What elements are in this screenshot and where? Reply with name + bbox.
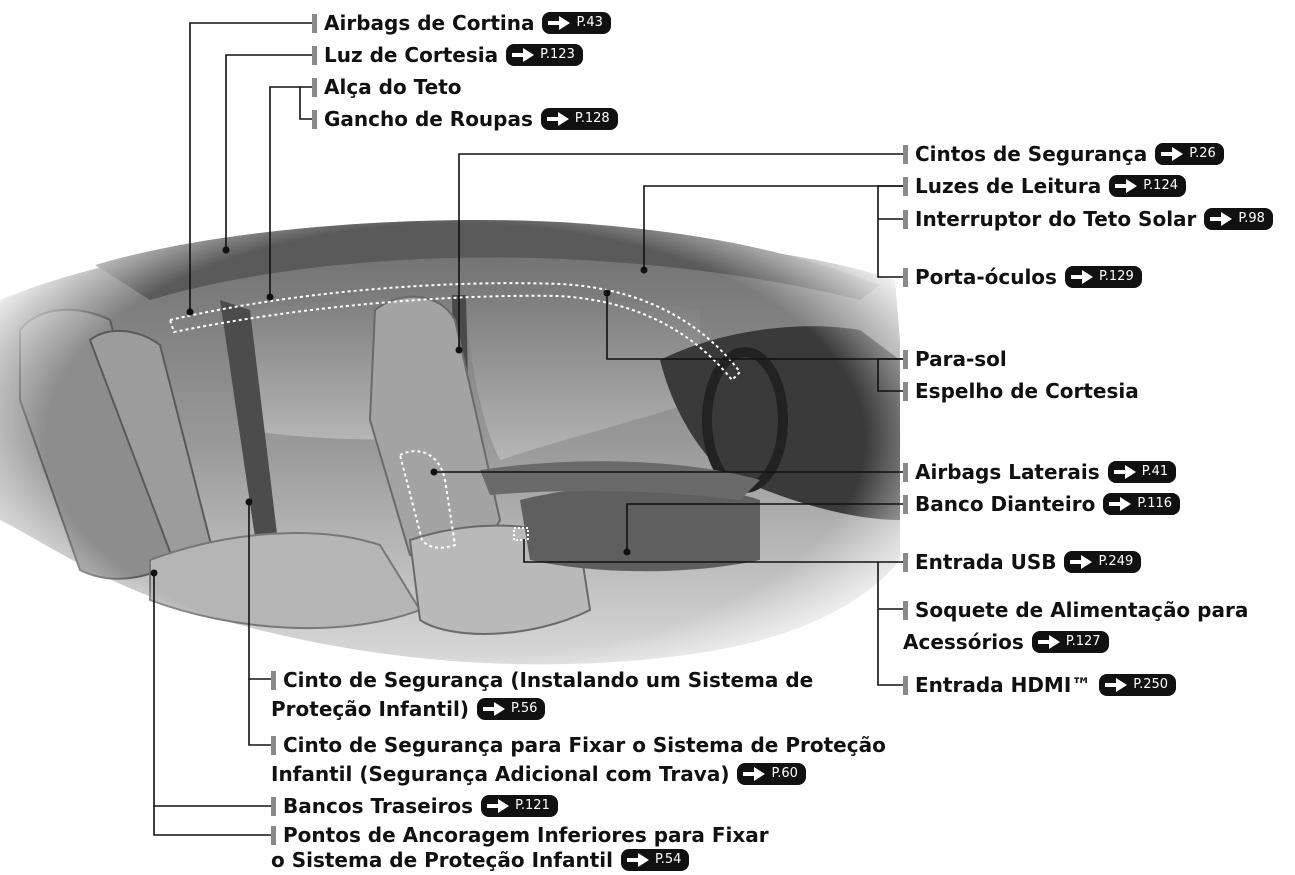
- arrow-right-icon: [1070, 270, 1093, 284]
- marker: [312, 109, 317, 129]
- label-luz-cortesia: Luz de Cortesia P.123: [312, 43, 583, 67]
- page-ref-badge[interactable]: P.249: [1064, 551, 1142, 573]
- label-entrada-usb: Entrada USB P.249: [903, 550, 1142, 574]
- page-ref-badge[interactable]: P.98: [1204, 208, 1273, 230]
- marker: [903, 381, 908, 401]
- label-text-line1: Cinto de Segurança (Instalando um Sistem…: [283, 668, 814, 692]
- label-text: Alça do Teto: [324, 75, 462, 99]
- arrow-right-icon: [546, 112, 569, 126]
- label-text: Airbags Laterais: [915, 460, 1100, 484]
- label-entrada-hdmi: Entrada HDMI™ P.250: [903, 673, 1177, 697]
- arrow-right-icon: [743, 767, 766, 781]
- arrow-right-icon: [1109, 497, 1132, 511]
- page-ref-badge[interactable]: P.123: [506, 44, 583, 66]
- arrow-right-icon: [1115, 179, 1138, 193]
- marker: [271, 670, 276, 690]
- marker: [312, 45, 317, 65]
- marker: [903, 349, 908, 369]
- label-text-line2: Proteção Infantil): [271, 697, 469, 721]
- label-text: Espelho de Cortesia: [915, 379, 1139, 403]
- label-text: Banco Dianteiro: [915, 492, 1096, 516]
- label-banco-dianteiro: Banco Dianteiro P.116: [903, 492, 1181, 516]
- label-porta-oculos: Porta-óculos P.129: [903, 265, 1142, 289]
- marker: [903, 552, 908, 572]
- marker: [271, 735, 276, 755]
- page-ref-badge[interactable]: P.129: [1064, 266, 1142, 288]
- arrow-right-icon: [1105, 678, 1128, 692]
- marker: [312, 13, 317, 33]
- label-text: Entrada USB: [915, 550, 1057, 574]
- label-espelho-cortesia: Espelho de Cortesia: [903, 379, 1139, 403]
- page-ref-badge[interactable]: P.116: [1103, 493, 1181, 515]
- arrow-right-icon: [482, 702, 505, 716]
- label-airbags-laterais: Airbags Laterais P.41: [903, 460, 1177, 484]
- page-ref-badge[interactable]: P.121: [481, 795, 558, 817]
- marker: [271, 796, 276, 816]
- page-ref-badge[interactable]: P.60: [737, 763, 806, 785]
- arrow-right-icon: [1113, 465, 1136, 479]
- label-text: Porta-óculos: [915, 265, 1057, 289]
- page-ref-badge[interactable]: P.127: [1031, 631, 1109, 653]
- label-text-line1: Pontos de Ancoragem Inferiores para Fixa…: [283, 823, 769, 847]
- label-text: Interruptor do Teto Solar: [915, 207, 1197, 231]
- arrow-right-icon: [1037, 635, 1060, 649]
- label-airbags-cortina: Airbags de Cortina P.43: [312, 11, 611, 35]
- page-ref-badge[interactable]: P.128: [540, 108, 618, 130]
- label-text-line1: Soquete de Alimentação para: [915, 598, 1249, 622]
- marker: [903, 144, 908, 164]
- arrow-right-icon: [1070, 555, 1093, 569]
- label-pontos-ancoragem: Pontos de Ancoragem Inferiores para Fixa…: [271, 823, 769, 872]
- arrow-right-icon: [512, 48, 535, 62]
- label-text: Para-sol: [915, 347, 1007, 371]
- label-text-line1: Cinto de Segurança para Fixar o Sistema …: [283, 733, 886, 757]
- label-text-line2: Acessórios: [903, 630, 1024, 654]
- label-text-line2: Infantil (Segurança Adicional com Trava): [271, 762, 730, 786]
- page-ref-badge[interactable]: P.26: [1155, 143, 1224, 165]
- page-ref-badge[interactable]: P.56: [476, 698, 546, 720]
- label-cinto-fixar: Cinto de Segurança para Fixar o Sistema …: [271, 733, 886, 786]
- label-cintos-seguranca: Cintos de Segurança P.26: [903, 142, 1224, 166]
- page-ref-badge[interactable]: P.250: [1099, 674, 1177, 696]
- label-text: Luz de Cortesia: [324, 43, 499, 67]
- marker: [903, 462, 908, 482]
- label-bancos-traseiros: Bancos Traseiros P.121: [271, 794, 558, 818]
- label-text: Airbags de Cortina: [324, 11, 535, 35]
- page-ref-badge[interactable]: P.124: [1109, 175, 1186, 197]
- arrow-right-icon: [626, 853, 649, 867]
- label-text: Entrada HDMI™: [915, 673, 1092, 697]
- label-gancho-roupas: Gancho de Roupas P.128: [312, 107, 618, 131]
- marker: [903, 209, 908, 229]
- marker: [903, 494, 908, 514]
- marker: [903, 675, 908, 695]
- marker: [903, 176, 908, 196]
- label-soquete-alimentacao: Soquete de Alimentação para Acessórios P…: [903, 598, 1248, 654]
- marker: [903, 267, 908, 287]
- label-text: Luzes de Leitura: [915, 174, 1102, 198]
- arrow-right-icon: [1210, 212, 1233, 226]
- label-text: Gancho de Roupas: [324, 107, 533, 131]
- label-text: Cintos de Segurança: [915, 142, 1148, 166]
- label-text-line2: o Sistema de Proteção Infantil: [271, 848, 613, 872]
- label-text: Bancos Traseiros: [283, 794, 474, 818]
- label-cinto-instalando: Cinto de Segurança (Instalando um Sistem…: [271, 668, 813, 721]
- label-luzes-leitura: Luzes de Leitura P.124: [903, 174, 1186, 198]
- leader-lines: [153, 22, 903, 836]
- leader-dots: [150, 246, 648, 577]
- page-ref-badge[interactable]: P.43: [542, 12, 611, 34]
- label-para-sol: Para-sol: [903, 347, 1007, 371]
- page-ref-badge[interactable]: P.54: [620, 849, 690, 871]
- marker: [271, 825, 276, 845]
- arrow-right-icon: [548, 16, 571, 30]
- label-interruptor-teto-solar: Interruptor do Teto Solar P.98: [903, 207, 1273, 231]
- marker: [312, 77, 317, 97]
- arrow-right-icon: [1161, 147, 1184, 161]
- label-alca-teto: Alça do Teto: [312, 75, 462, 99]
- arrow-right-icon: [487, 799, 510, 813]
- page-ref-badge[interactable]: P.41: [1107, 461, 1177, 483]
- marker: [903, 600, 908, 620]
